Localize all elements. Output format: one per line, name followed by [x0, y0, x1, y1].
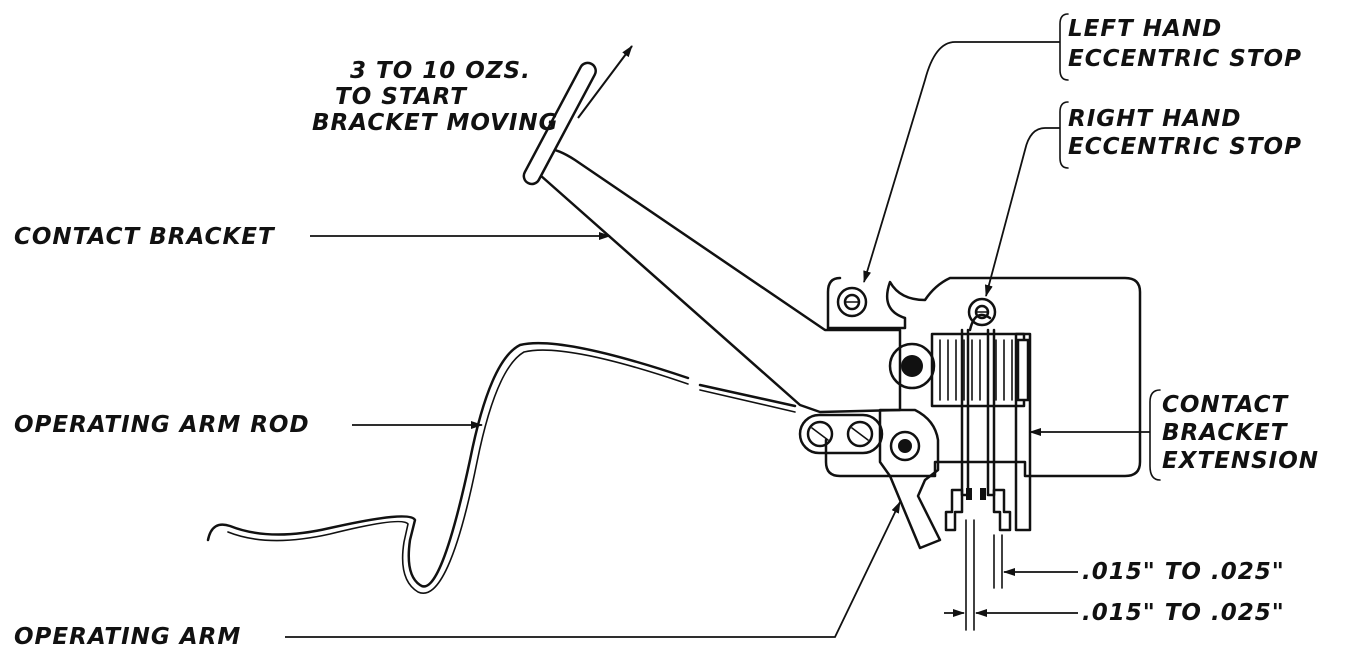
operating-arm-rod	[206, 341, 797, 588]
link-screw-right	[846, 420, 874, 448]
spring-pack-cap	[1016, 338, 1030, 402]
operating-arm-label: OPERATING ARM	[14, 624, 242, 650]
slotted-link	[798, 413, 884, 455]
contact-tip-right	[980, 488, 986, 500]
force-arrow	[577, 45, 633, 119]
extension-label-line-2: BRACKET	[1162, 420, 1288, 446]
operating-arm-pivot	[889, 430, 921, 462]
extension-label-line-1: CONTACT	[1162, 392, 1289, 418]
left-eccentric-stop	[836, 286, 868, 318]
link-screw-left-slot	[811, 427, 829, 441]
right-eccentric-stop	[967, 297, 997, 327]
force-label-line-2: TO START	[335, 84, 467, 110]
contact-spring-left	[960, 328, 970, 497]
gap-lower-label: .015" TO .025"	[1082, 600, 1285, 626]
link-screw-right-slot	[851, 427, 869, 441]
spring-pack	[930, 332, 1026, 408]
contact-spring-right	[986, 328, 996, 497]
leader-right-stop	[984, 127, 1060, 297]
right-stop-label-line-1: RIGHT HAND	[1068, 106, 1242, 132]
operating-arm-rod-label: OPERATING ARM ROD	[14, 412, 310, 438]
spring-curl	[968, 313, 992, 332]
brace-left-stop	[1059, 13, 1069, 81]
link-screw-left	[806, 420, 834, 448]
operating-arm-pivot-center	[898, 439, 912, 453]
extension-label-line-3: EXTENSION	[1162, 448, 1320, 474]
pivot-bushing-center	[901, 355, 923, 377]
brace-right-stop	[1059, 101, 1069, 169]
operating-arm-rod-inner	[227, 349, 796, 595]
contact-bracket-label: CONTACT BRACKET	[14, 224, 275, 250]
brace-extension	[1149, 389, 1161, 481]
spring-pack-hatching	[939, 339, 1013, 401]
gap-upper-label: .015" TO .025"	[1082, 559, 1285, 585]
contact-point-right	[992, 488, 1012, 532]
leader-left-stop	[863, 41, 1060, 283]
pivot-bushing	[888, 342, 936, 390]
force-label-line-1: 3 TO 10 OZS.	[350, 58, 531, 84]
left-stop-label-line-2: ECCENTRIC STOP	[1068, 46, 1302, 72]
contact-bracket	[532, 147, 902, 414]
leader-operating-arm	[285, 501, 901, 638]
operating-arm	[878, 408, 942, 550]
mounting-plate	[824, 276, 1142, 478]
force-label-line-3: BRACKET MOVING	[312, 110, 559, 136]
left-stop-label-line-1: LEFT HAND	[1068, 16, 1223, 42]
lever-pin	[522, 61, 597, 186]
contact-tip-left	[966, 488, 972, 500]
contact-point-left	[944, 488, 964, 532]
right-stop-label-line-2: ECCENTRIC STOP	[1068, 134, 1302, 160]
